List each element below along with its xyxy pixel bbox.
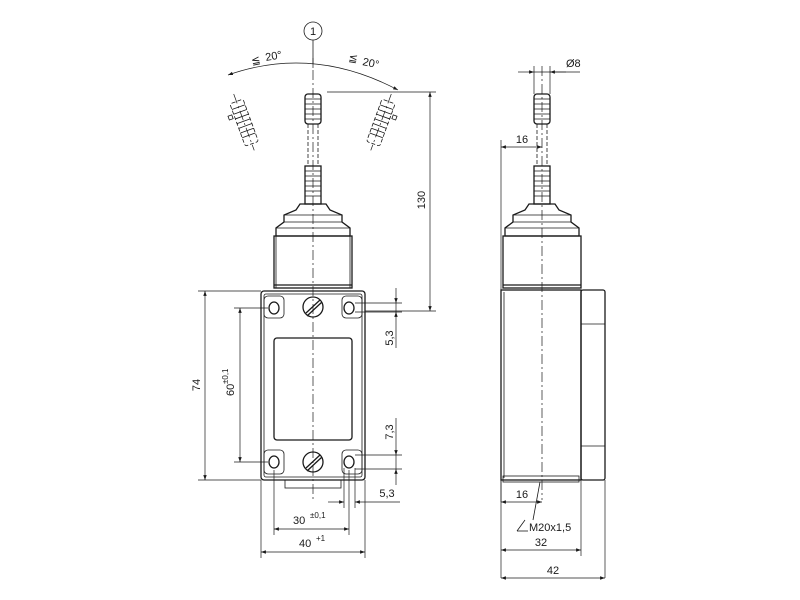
dim-42-label: 42 — [547, 565, 559, 577]
angle-right-value: 20° — [361, 56, 380, 71]
front-view: 1 ≦ 20° ≦ 20° — [191, 21, 436, 558]
dim-40: 40 +1 — [260, 480, 366, 558]
thread-callout: M20x1,5 — [516, 481, 571, 534]
dim-60: 60 ±0,1 — [221, 307, 268, 463]
dim-130: 130 — [327, 91, 436, 312]
side-switch-head — [502, 235, 582, 289]
dim-30-tolerance: ±0,1 — [310, 511, 326, 520]
mounting-hole-top-left-icon — [263, 295, 285, 319]
dim-5-3-side: 5,3 — [328, 468, 400, 508]
dim-16-top-label: 16 — [516, 134, 528, 146]
callout-label: 1 — [310, 26, 316, 38]
dim-5-3-side-label: 5,3 — [379, 488, 394, 500]
angle-left-symbol: ≦ — [250, 54, 262, 68]
switch-head — [273, 235, 353, 289]
dim-30-label: 30 — [293, 515, 305, 527]
spring-tilted-left-icon — [227, 93, 259, 151]
dim-40-tolerance: +1 — [316, 534, 326, 543]
spring-tilted-right-icon — [366, 93, 398, 151]
dim-16-bottom-label: 16 — [516, 489, 528, 501]
mounting-hole-bottom-right-icon — [341, 449, 363, 475]
dim-5-3-top: 5,3 — [355, 288, 402, 348]
dim-74-label: 74 — [191, 379, 203, 391]
dim-5-3-top-label: 5,3 — [384, 330, 396, 345]
side-view: Ø8 16 16 M20x1,5 32 — [500, 58, 606, 580]
dim-42: 42 — [501, 480, 606, 580]
angle-left-value: 20° — [264, 49, 282, 64]
dim-60-tolerance: ±0,1 — [221, 368, 230, 384]
dim-74: 74 — [191, 290, 261, 481]
side-switch-body — [500, 289, 606, 483]
mounting-hole-top-right-icon — [341, 295, 363, 319]
thread-label: M20x1,5 — [529, 522, 571, 534]
dim-diameter-8: Ø8 — [518, 58, 581, 94]
dim-16-bottom: 16 — [500, 480, 542, 504]
dim-40-label: 40 — [299, 538, 311, 550]
angle-arc: ≦ 20° ≦ 20° — [227, 49, 399, 91]
dim-16-top: 16 — [500, 134, 542, 290]
dim-diameter-8-label: Ø8 — [566, 58, 581, 70]
dim-130-label: 130 — [416, 191, 428, 209]
dim-7-3: 7,3 — [355, 418, 402, 485]
dim-7-3-label: 7,3 — [384, 424, 396, 439]
dim-30: 30 ±0,1 — [273, 470, 350, 535]
dim-32: 32 — [500, 480, 582, 578]
callout-marker: 1 — [303, 21, 323, 64]
dim-60-label: 60 — [225, 384, 237, 396]
dim-32-label: 32 — [535, 537, 547, 549]
angle-right-symbol: ≦ — [347, 52, 358, 65]
